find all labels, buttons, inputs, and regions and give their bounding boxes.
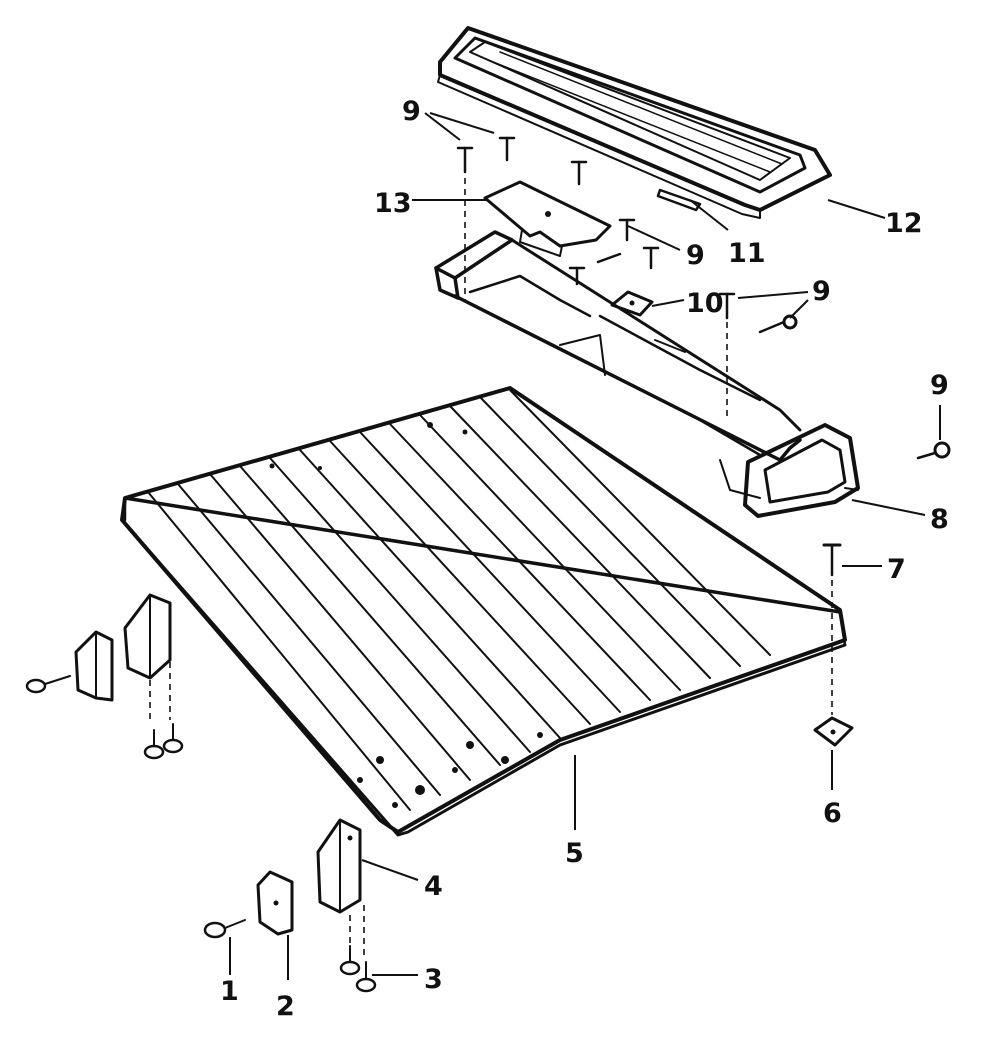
callout-2: 2 (276, 991, 295, 1022)
tray-housing (434, 230, 802, 499)
rear-bracket-set (25, 593, 184, 760)
callout-8: 8 (930, 504, 949, 535)
front-bracket-set (203, 818, 377, 993)
screw-part-7 (822, 543, 842, 577)
callout-4: 4 (424, 871, 443, 902)
end-cap-part-8 (743, 423, 860, 518)
callout-1: 1 (220, 976, 239, 1007)
callout-13: 13 (374, 188, 412, 219)
callout-6: 6 (823, 798, 842, 829)
table-top-part-5 (120, 386, 847, 837)
callout-11: 11 (728, 238, 766, 269)
callout-9-right: 9 (812, 276, 831, 307)
callout-9-far-right: 9 (930, 370, 949, 401)
lid-part-12 (437, 26, 832, 219)
screws-part-9 (456, 136, 951, 460)
hinge-bracket-part-13 (483, 180, 612, 257)
callout-9-top-left: 9 (402, 96, 421, 127)
small-plate-part-10 (610, 290, 654, 317)
clip-part-6 (813, 716, 854, 747)
callout-9-mid: 9 (686, 240, 705, 271)
callout-10: 10 (686, 288, 724, 319)
callout-7: 7 (887, 554, 906, 585)
callout-12: 12 (885, 208, 923, 239)
leader-lines (229, 112, 941, 980)
callout-3: 3 (424, 964, 443, 995)
callout-labels: 1 2 3 4 5 6 7 8 9 9 9 9 10 11 12 13 (220, 96, 949, 1022)
callout-5: 5 (565, 838, 584, 869)
